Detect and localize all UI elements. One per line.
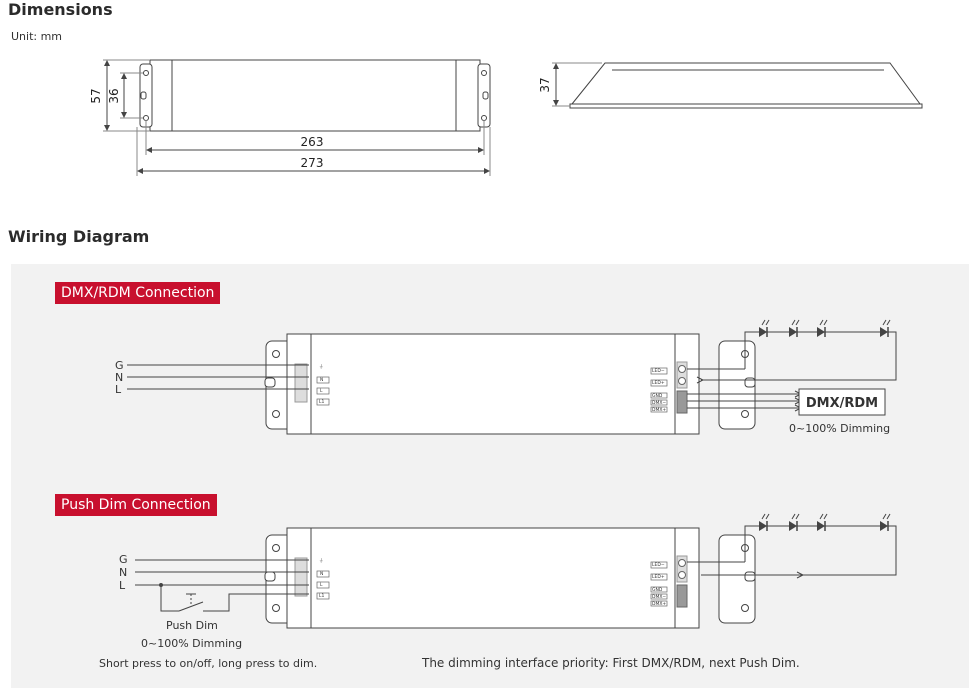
push-input-g-label: G — [119, 553, 128, 566]
dim-263-label: 263 — [301, 135, 324, 149]
push-switch-label: Push Dim — [166, 619, 218, 632]
dmx-driver — [264, 333, 756, 435]
dmx-driver-term-l1: L1 — [319, 399, 325, 405]
push-led-2 — [788, 513, 800, 532]
wiring-heading: Wiring Diagram — [8, 227, 150, 246]
push-driver-term-led-minus: LED− — [652, 562, 665, 568]
dimension-drawings: 57 36 263 273 37 — [89, 59, 923, 176]
push-driver-term-n: N — [320, 571, 323, 577]
dmx-led-4 — [879, 319, 891, 338]
dmx-led-1 — [758, 319, 770, 338]
dim-57-label: 57 — [89, 88, 103, 103]
dmx-input-l-label: L — [115, 383, 122, 396]
push-driver-term-l: L — [320, 582, 323, 588]
dmx-driver-term-n: N — [320, 377, 323, 383]
dmx-driver-term-dmx-minus: DMX− — [652, 400, 666, 406]
dmx-driver-term-gnd: GND — [652, 393, 663, 399]
push-driver-term-l1: L1 — [319, 593, 325, 599]
push-driver — [264, 527, 756, 629]
wiring-diagrams: ⏚ N L L1 LED− LED+ GND DMX− DMX+ — [115, 319, 897, 629]
push-dimming-note: 0~100% Dimming — [141, 637, 243, 650]
push-led-4 — [879, 513, 891, 532]
dmx-input-n-label: N — [115, 371, 123, 384]
push-led-1 — [758, 513, 770, 532]
dim-273-label: 273 — [301, 156, 324, 170]
dmx-section-title: DMX/RDM Connection — [55, 282, 221, 304]
dmx-dimming-note: 0~100% Dimming — [789, 422, 891, 435]
push-led-3 — [816, 513, 828, 532]
dmx-driver-term-led-minus: LED− — [652, 368, 665, 374]
dim-36-label: 36 — [107, 88, 121, 103]
dmx-controller-label: DMX/RDM — [806, 396, 878, 411]
push-instruction: Short press to on/off, long press to dim… — [99, 657, 318, 670]
dmx-input-g-label: G — [115, 359, 124, 372]
push-driver-term-gnd: GND — [652, 587, 663, 593]
push-input-n-label: N — [119, 566, 127, 579]
push-driver-term-dmx-plus: DMX+ — [652, 601, 666, 607]
dmx-led-2 — [788, 319, 800, 338]
unit-label: Unit: mm — [11, 30, 63, 43]
push-input-l-label: L — [119, 579, 126, 592]
priority-note: The dimming interface priority: First DM… — [422, 656, 800, 670]
dim-37-label: 37 — [538, 77, 552, 92]
side-view-body — [570, 62, 921, 105]
push-section-title: Push Dim Connection — [55, 494, 217, 516]
dmx-driver-term-l: L — [320, 388, 323, 394]
dmx-led-3 — [816, 319, 828, 338]
dmx-driver-term-earth: ⏚ — [319, 363, 324, 370]
dmx-driver-term-dmx-plus: DMX+ — [652, 407, 666, 413]
push-driver-term-led-plus: LED+ — [652, 574, 665, 580]
push-driver-term-dmx-minus: DMX− — [652, 594, 666, 600]
dmx-driver-term-led-plus: LED+ — [652, 380, 665, 386]
dmx-controller-box — [798, 388, 886, 416]
push-driver-term-earth: ⏚ — [319, 557, 324, 564]
wiring-panel: DMX/RDM Connection Push Dim Connection — [11, 264, 969, 688]
top-view-body — [149, 59, 481, 132]
dimensions-heading: Dimensions — [8, 0, 113, 19]
